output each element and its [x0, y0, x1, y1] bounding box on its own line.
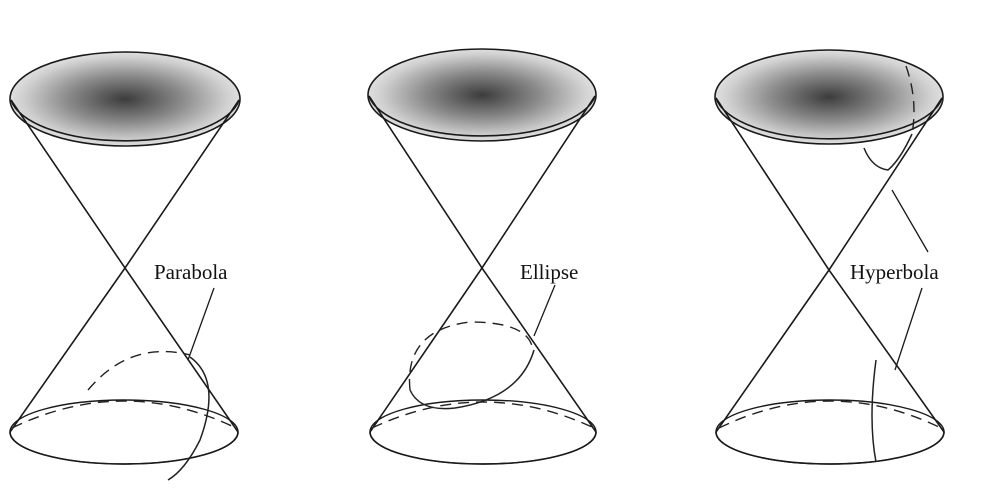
- upper-nappe: [715, 97, 943, 272]
- upper-nappe: [10, 99, 240, 270]
- lower-nappe-base: [369, 399, 597, 465]
- parabola-cone: Parabola: [9, 51, 241, 481]
- lower-nappe: [9, 266, 239, 465]
- ellipse-cone: Ellipse: [367, 48, 597, 465]
- hyperbola-upper-branch: [863, 133, 913, 171]
- parabola-visible-curve: [167, 356, 210, 481]
- hyperbola-upper-branch-hidden: [905, 65, 915, 135]
- base-hidden-edge: [11, 400, 237, 429]
- hyperbola-label: Hyperbola: [850, 260, 939, 284]
- hyperbola-cone: Hyperbola: [714, 49, 945, 465]
- ellipse-leader-line: [533, 284, 556, 337]
- hyperbola-leader-line-lower: [894, 287, 923, 371]
- base-hidden-edge: [718, 400, 942, 429]
- upper-nappe: [368, 95, 596, 270]
- lower-nappe: [715, 268, 945, 465]
- parabola-hidden-curve: [87, 350, 191, 391]
- hyperbola-lower-branch: [871, 359, 877, 463]
- upper-nappe-rim: [714, 49, 944, 145]
- lower-nappe-base: [715, 399, 945, 465]
- ellipse-label: Ellipse: [520, 260, 578, 284]
- parabola-leader-line: [187, 287, 215, 361]
- upper-nappe-rim: [367, 48, 597, 142]
- upper-nappe-rim: [9, 51, 241, 147]
- hyperbola-leader-line-upper: [891, 189, 929, 253]
- lower-nappe-base: [9, 399, 239, 465]
- ellipse-visible-arc: [409, 349, 535, 410]
- ellipse-hidden-arc: [408, 321, 533, 391]
- base-hidden-edge: [371, 401, 595, 429]
- parabola-label: Parabola: [154, 260, 228, 284]
- lower-nappe: [369, 266, 597, 465]
